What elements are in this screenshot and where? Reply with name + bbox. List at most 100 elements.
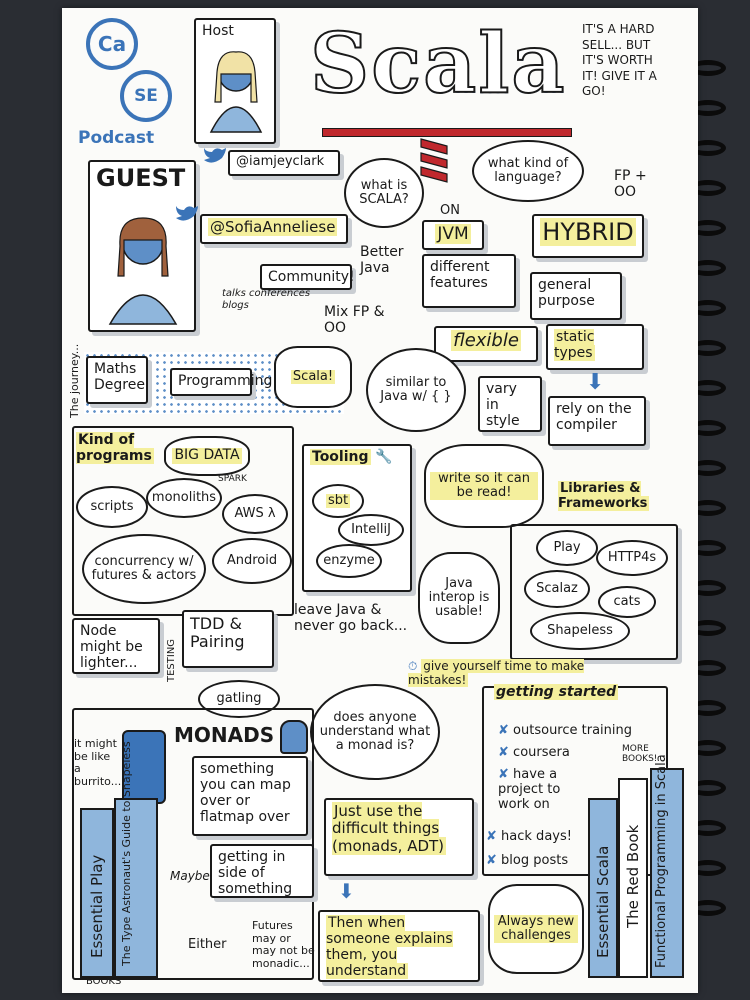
tdd-box: TDD & Pairing <box>182 610 274 668</box>
monads-title: MONADS <box>174 723 275 747</box>
libraries-section <box>510 524 678 660</box>
tool-sbt: sbt <box>312 484 364 518</box>
monster-icon <box>280 720 308 754</box>
gs-item-text: have a project to work on <box>498 767 561 812</box>
twitter-icon <box>204 148 226 163</box>
scala-step-text: Scala! <box>290 368 336 385</box>
book-type-astronaut-title: The Type Astronaut's Guide to Shapeless <box>120 741 133 966</box>
flexible-box: flexible <box>434 326 538 362</box>
journey-label: The journey... <box>68 343 81 418</box>
community-box: Community! <box>260 264 355 290</box>
host-avatar-icon <box>209 51 263 133</box>
arrow-down-icon: ⬇ <box>338 879 355 903</box>
gs-item: ✘ outsource training <box>498 723 633 738</box>
big-data-text: BIG DATA <box>172 447 242 464</box>
book-essential-play-title: Essential Play <box>88 854 106 958</box>
ca-circle: Ca <box>86 18 138 70</box>
book-fp-scala-title: Functional Programming in Scala <box>654 754 669 968</box>
general-purpose-box: general purpose <box>530 272 622 320</box>
hard-sell-note: IT'S A HARD SELL... BUT IT'S WORTH IT! G… <box>582 22 670 100</box>
book-fp-scala <box>650 768 684 978</box>
gs-item: ✘ have a project to work on <box>498 767 561 812</box>
fp-oo-note: FP + OO <box>614 168 647 201</box>
give-time-note: ⏱ give yourself time to make mistakes! <box>408 659 638 688</box>
gs-item: ✘ hack days! <box>486 829 572 844</box>
flexible-text: flexible <box>451 330 521 351</box>
gs-item-text: outsource training <box>513 723 633 738</box>
either-note: Either <box>188 937 227 952</box>
guest-handle: @SofiaAnneliese <box>200 214 348 244</box>
burrito-note: it might be like a burrito... <box>74 737 122 788</box>
tool-enzyme: enzyme <box>316 544 382 578</box>
always-new-text: Always new challenges <box>494 914 578 944</box>
tool-intellij: IntelliJ <box>338 514 404 546</box>
guest-box: GUEST <box>88 160 196 332</box>
arrow-down-icon: ⬇ <box>586 370 605 395</box>
libraries-title: Libraries & Frameworks <box>558 481 684 512</box>
what-is-cloud: what is SCALA? <box>344 158 424 228</box>
static-types-text: static types <box>554 329 595 362</box>
host-box: Host <box>194 18 276 144</box>
gs-item: ✘ blog posts <box>486 853 569 868</box>
books-label: BOOKS <box>86 976 122 987</box>
kind-programs-text: Kind of programs <box>76 432 154 465</box>
map-over-box: something you can map over or flatmap ov… <box>192 756 308 836</box>
static-types-box: static types <box>546 324 644 370</box>
logo-ca-text: Ca <box>97 32 127 56</box>
java-interop-cloud: Java interop is usable! <box>418 552 500 644</box>
clock-icon: ⏱ <box>408 659 418 673</box>
android-cloud: Android <box>212 538 292 584</box>
always-new-cloud: Always new challenges <box>488 884 584 974</box>
node-box: Node might be lighter... <box>72 618 160 674</box>
se-circle: SE <box>120 70 172 122</box>
book-red-book <box>618 778 648 978</box>
what-kind-cloud: what kind of language? <box>472 140 584 202</box>
logo-se-text: SE <box>134 86 158 106</box>
give-time-text: give yourself time to make mistakes! <box>408 659 585 687</box>
title-underline <box>322 128 572 137</box>
hybrid-text: HYBRID <box>540 218 636 246</box>
getting-started-title: getting started <box>494 684 619 700</box>
scripts-cloud: scripts <box>76 486 148 528</box>
write-read-text: write so it can be read! <box>430 471 538 501</box>
guest-avatar-icon <box>108 217 178 325</box>
similar-java-cloud: similar to Java w/ { } <box>366 348 466 432</box>
host-handle: @iamjeyclark <box>228 150 340 176</box>
getting-inside-box: getting in side of something <box>210 844 314 898</box>
gs-item-text: coursera <box>513 745 570 760</box>
gatling-cloud: gatling <box>198 680 280 718</box>
journey-step-programming: Programming <box>170 368 272 396</box>
concurrency-cloud: concurrency w/ futures & actors <box>82 534 206 604</box>
wrench-icon: 🔧 <box>375 449 393 465</box>
write-read-cloud: write so it can be read! <box>424 444 544 528</box>
lib-shapeless: Shapeless <box>530 612 630 650</box>
rely-compiler-box: rely on the compiler <box>548 396 646 446</box>
guest-handle-text: @SofiaAnneliese <box>208 218 338 236</box>
aws-cloud: AWS λ <box>222 494 288 534</box>
lib-cats: cats <box>598 586 656 618</box>
then-when-box: Then when someone explains them, you und… <box>318 910 480 982</box>
maybe-note: Maybe <box>170 869 210 883</box>
monoliths-cloud: monoliths <box>146 478 222 518</box>
just-use-text: Just use the difficult things (monads, A… <box>332 802 447 855</box>
kind-programs-title: Kind of programs <box>76 432 158 465</box>
lib-http4s: HTTP4s <box>596 540 668 576</box>
guest-label: GUEST <box>96 164 186 192</box>
page-title: Scala <box>309 15 567 113</box>
then-when-text: Then when someone explains them, you und… <box>326 915 453 980</box>
book-red-book-title: The Red Book <box>624 824 642 928</box>
vary-style-box: vary in style <box>478 376 542 432</box>
logo-caption: Podcast <box>78 128 155 148</box>
jvm-text: JVM <box>435 224 471 244</box>
mix-fp-oo: Mix FP & OO <box>324 304 385 337</box>
book-essential-scala <box>588 798 618 978</box>
hybrid-box: HYBRID <box>532 214 644 258</box>
talks-note: talks conferences blogs <box>222 288 311 311</box>
tooling-title: Tooling 🔧 <box>310 449 404 465</box>
futures-note: Futures may or may not be monadic... <box>252 919 315 970</box>
more-books-note: MORE BOOKS! <box>622 744 658 765</box>
gs-item-text: blog posts <box>501 853 569 868</box>
host-label: Host <box>202 23 234 39</box>
book-essential-play <box>80 808 114 978</box>
getting-started-text: getting started <box>494 684 619 700</box>
